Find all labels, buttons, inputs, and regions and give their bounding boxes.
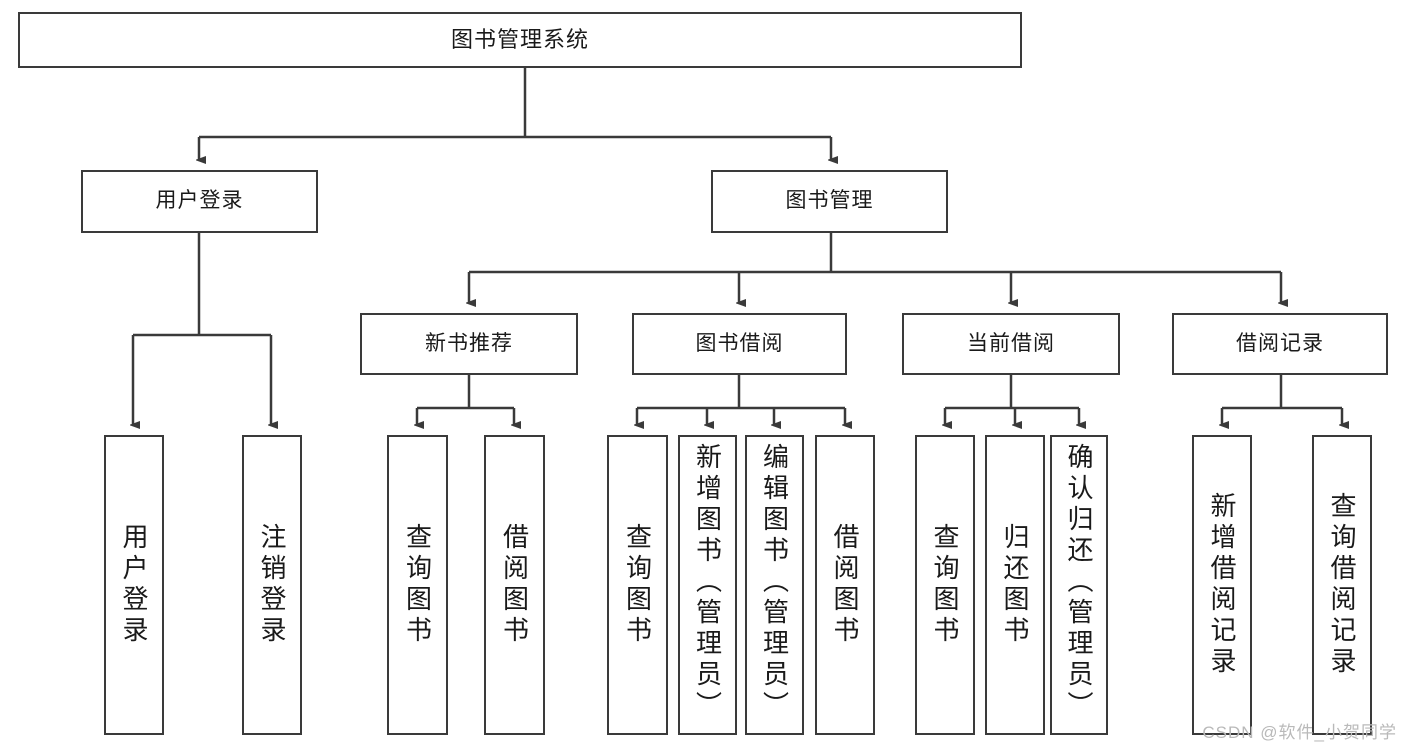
leaf-recommend-borrow-book[interactable]: 借阅图书 bbox=[484, 435, 545, 735]
node-label: 查询图书 bbox=[930, 523, 960, 647]
node-label: 查询图书 bbox=[622, 523, 653, 647]
leaf-borrow-edit-book-admin[interactable]: 编辑图书（管理员） bbox=[745, 435, 804, 735]
node-label: 借阅记录 bbox=[1236, 331, 1324, 355]
leaf-user-login-login[interactable]: 用户登录 bbox=[104, 435, 164, 735]
node-label: 新增图书（管理员） bbox=[692, 443, 723, 722]
leaf-user-login-logout[interactable]: 注销登录 bbox=[242, 435, 302, 735]
node-label: 归还图书 bbox=[1000, 523, 1030, 647]
node-new-book-recommend[interactable]: 新书推荐 bbox=[360, 313, 578, 375]
leaf-borrow-borrow-book[interactable]: 借阅图书 bbox=[815, 435, 875, 735]
node-label: 新书推荐 bbox=[425, 331, 513, 355]
node-label: 新增借阅记录 bbox=[1207, 492, 1237, 678]
node-borrow-record[interactable]: 借阅记录 bbox=[1172, 313, 1388, 375]
leaf-borrow-add-book-admin[interactable]: 新增图书（管理员） bbox=[678, 435, 737, 735]
leaf-recommend-query-book[interactable]: 查询图书 bbox=[387, 435, 448, 735]
node-label: 查询图书 bbox=[402, 523, 433, 647]
watermark: CSDN @软件_小贺同学 bbox=[1202, 723, 1397, 742]
node-label: 查询借阅记录 bbox=[1327, 492, 1357, 678]
node-label: 借阅图书 bbox=[499, 523, 530, 647]
node-current-borrow[interactable]: 当前借阅 bbox=[902, 313, 1120, 375]
leaf-current-query-book[interactable]: 查询图书 bbox=[915, 435, 975, 735]
leaf-record-query-record[interactable]: 查询借阅记录 bbox=[1312, 435, 1372, 735]
node-label: 编辑图书（管理员） bbox=[759, 443, 790, 722]
node-label: 用户登录 bbox=[119, 523, 149, 647]
leaf-borrow-query-book[interactable]: 查询图书 bbox=[607, 435, 668, 735]
leaf-record-add-record[interactable]: 新增借阅记录 bbox=[1192, 435, 1252, 735]
node-label: 注销登录 bbox=[257, 523, 287, 647]
node-label: 用户登录 bbox=[155, 189, 244, 213]
node-label: 图书管理 bbox=[785, 189, 874, 213]
node-root-system[interactable]: 图书管理系统 bbox=[18, 12, 1022, 68]
leaf-current-return-book[interactable]: 归还图书 bbox=[985, 435, 1045, 735]
node-label: 当前借阅 bbox=[967, 331, 1055, 355]
node-label: 图书管理系统 bbox=[450, 27, 589, 53]
node-label: 确认归还（管理员） bbox=[1064, 443, 1094, 722]
node-book-management[interactable]: 图书管理 bbox=[711, 170, 948, 233]
node-user-login[interactable]: 用户登录 bbox=[81, 170, 318, 233]
node-label: 图书借阅 bbox=[695, 331, 784, 355]
leaf-current-confirm-return-admin[interactable]: 确认归还（管理员） bbox=[1050, 435, 1108, 735]
node-book-borrow[interactable]: 图书借阅 bbox=[632, 313, 847, 375]
node-label: 借阅图书 bbox=[830, 523, 860, 647]
